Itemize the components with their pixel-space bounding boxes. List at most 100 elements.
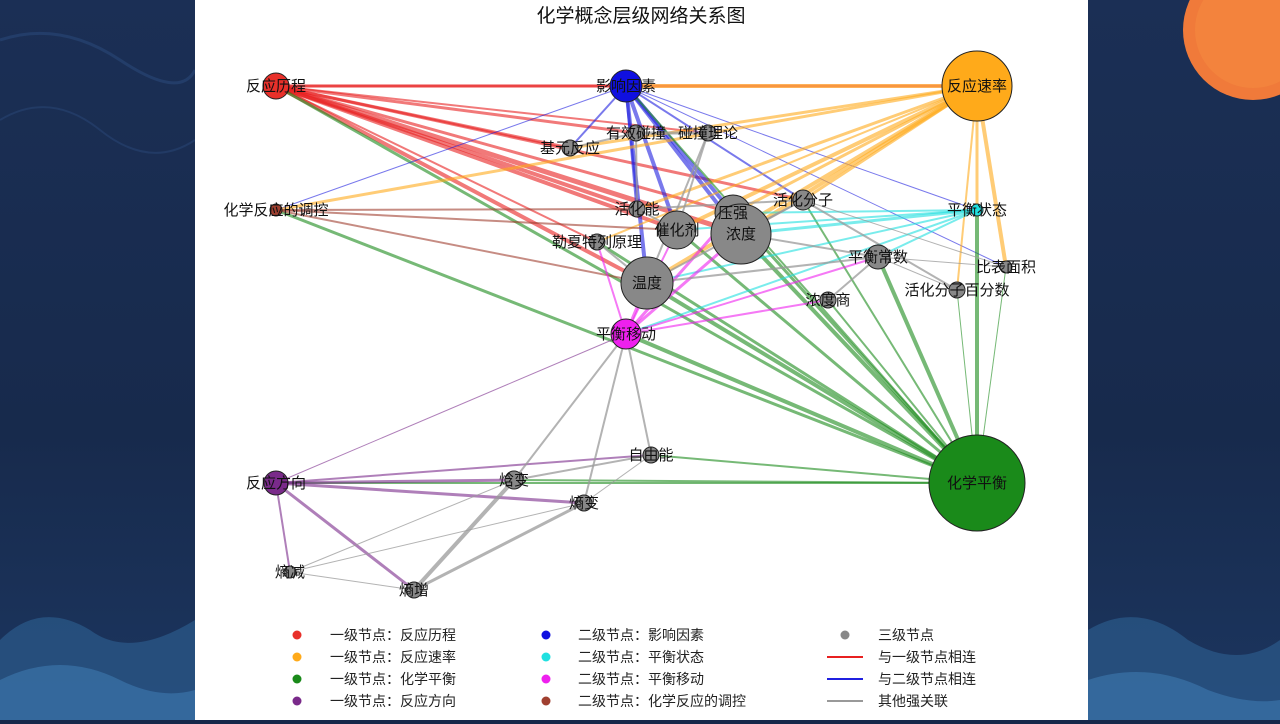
edge-phzt-phcs	[877, 209, 978, 258]
right-decorative-background	[1088, 0, 1280, 720]
node-label-yq: 压强	[718, 204, 748, 222]
node-hxph	[928, 434, 1026, 532]
legend-label-0: 一级节点：反应历程	[330, 627, 456, 644]
legend-marker-5	[541, 652, 551, 662]
edge-hxph-hb	[513, 479, 978, 484]
edge-hxph-phyd	[625, 332, 978, 485]
node-label-chj: 催化剂	[654, 221, 699, 239]
node-phyd	[610, 318, 642, 350]
node-label-sb: 熵变	[569, 494, 599, 512]
edge-phzt-phyd	[625, 209, 978, 335]
legend-label-9: 与一级节点相连	[878, 650, 976, 666]
edge-hxph-zyn	[650, 454, 978, 484]
node-label-sz: 熵增	[399, 581, 429, 599]
edge-fyjc-jyfy	[275, 84, 571, 150]
node-hhn	[628, 200, 646, 218]
edge-fysl-hxtk	[275, 84, 978, 212]
edge-phyd-fyfx	[275, 333, 627, 484]
legend-marker-0	[292, 630, 302, 640]
node-label-yxpz: 有效碰撞	[606, 124, 666, 142]
edge-yxys-hhfz	[625, 85, 804, 201]
edge-yxys-hxtk	[275, 85, 627, 211]
edge-fyfx-sz	[275, 481, 415, 592]
node-bbmj	[999, 260, 1013, 274]
left-wave-ornament	[0, 31, 197, 720]
edge-phyd-phcs	[625, 256, 879, 335]
edge-sb-zyn	[583, 454, 652, 504]
node-lxtl	[588, 233, 606, 251]
edge-sj-sz	[289, 571, 415, 591]
node-label-hxtk: 化学反应的调控	[223, 201, 328, 219]
node-chj	[657, 210, 697, 250]
edge-fysl-hhn	[636, 84, 978, 211]
edge-phzt-nd	[740, 208, 978, 236]
node-yxpz	[627, 124, 645, 142]
node-label-fyfx: 反应方向	[246, 474, 306, 492]
edge-hxtk-hhn	[275, 208, 638, 211]
node-label-hb: 焓变	[499, 471, 529, 489]
node-hhfz	[792, 189, 814, 211]
node-sj	[283, 565, 297, 579]
node-label-jyfy: 基元反应	[540, 139, 600, 157]
legend-label-10: 与二级节点相连	[878, 672, 976, 688]
edge-sb-sz	[413, 501, 585, 592]
edge-fyjc-wd	[275, 84, 648, 285]
edge-hb-sj	[289, 479, 515, 573]
node-jyfy	[561, 139, 579, 157]
node-hxtk	[269, 203, 283, 217]
node-label-phyd: 平衡移动	[596, 325, 656, 343]
node-label-pzll: 碰撞理论	[678, 124, 738, 142]
node-pzll	[699, 124, 717, 142]
node-fyjc	[262, 72, 290, 100]
edge-hxph-yxys	[625, 85, 978, 484]
edge-phyd-hb	[513, 333, 627, 481]
node-phcs	[865, 244, 891, 270]
edge-fyfx-sb	[275, 481, 585, 505]
edge-phcs-hhbf	[877, 256, 958, 291]
node-label-nd: 浓度	[726, 225, 756, 243]
edge-hxtk-wd	[275, 209, 648, 284]
node-label-hxph: 化学平衡	[947, 474, 1007, 492]
edge-hxph-chj	[676, 228, 978, 485]
node-label-phzt: 平衡状态	[947, 201, 1007, 219]
edge-hhn-yxpz	[635, 132, 638, 210]
edge-hb-zyn	[513, 454, 652, 481]
node-label-bbmj: 比表面积	[976, 258, 1036, 276]
edge-yxys-chj	[624, 85, 679, 231]
edge-fyfx-sj	[275, 482, 291, 573]
legend-marker-4	[541, 630, 551, 640]
edge-pzll-wd	[646, 132, 709, 284]
edge-phyd-zyn	[625, 333, 652, 456]
legend-label-1: 一级节点：反应速率	[330, 649, 456, 666]
legend-marker-8	[840, 630, 850, 640]
legend-marker-6	[541, 674, 551, 684]
edge-phcs-wd	[646, 256, 879, 284]
legend-label-5: 二级节点：平衡状态	[578, 650, 704, 666]
node-label-hhn: 活化能	[614, 200, 659, 218]
node-nds	[819, 291, 837, 309]
node-label-fyjc: 反应历程	[246, 77, 306, 95]
node-sz	[405, 581, 423, 599]
edge-fyjc-yq	[275, 84, 734, 215]
edge-fysl-lxtl	[596, 85, 978, 243]
edge-fyfx-zyn	[275, 454, 652, 484]
legend-marker-3	[292, 696, 302, 706]
node-sb	[575, 494, 593, 512]
right-wave-ornament	[1088, 0, 1280, 720]
legend-marker-1	[292, 652, 302, 662]
legend-marker-7	[541, 696, 551, 706]
edge-phyd-lxtl	[596, 241, 627, 335]
left-decorative-background	[0, 0, 197, 720]
edge-fyjc-yxpz	[275, 84, 637, 135]
node-label-phcs: 平衡常数	[848, 248, 908, 266]
edge-fysl-yq	[732, 84, 978, 215]
edge-sb-sj	[289, 502, 585, 573]
node-zyn	[642, 446, 660, 464]
node-label-wd: 温度	[632, 274, 662, 292]
edge-fyjc-lxtl	[275, 85, 598, 243]
legend-label-7: 二级节点：化学反应的调控	[578, 693, 746, 710]
node-wd	[620, 256, 674, 310]
legend-marker-2	[292, 674, 302, 684]
legend-label-3: 一级节点：反应方向	[330, 693, 456, 710]
